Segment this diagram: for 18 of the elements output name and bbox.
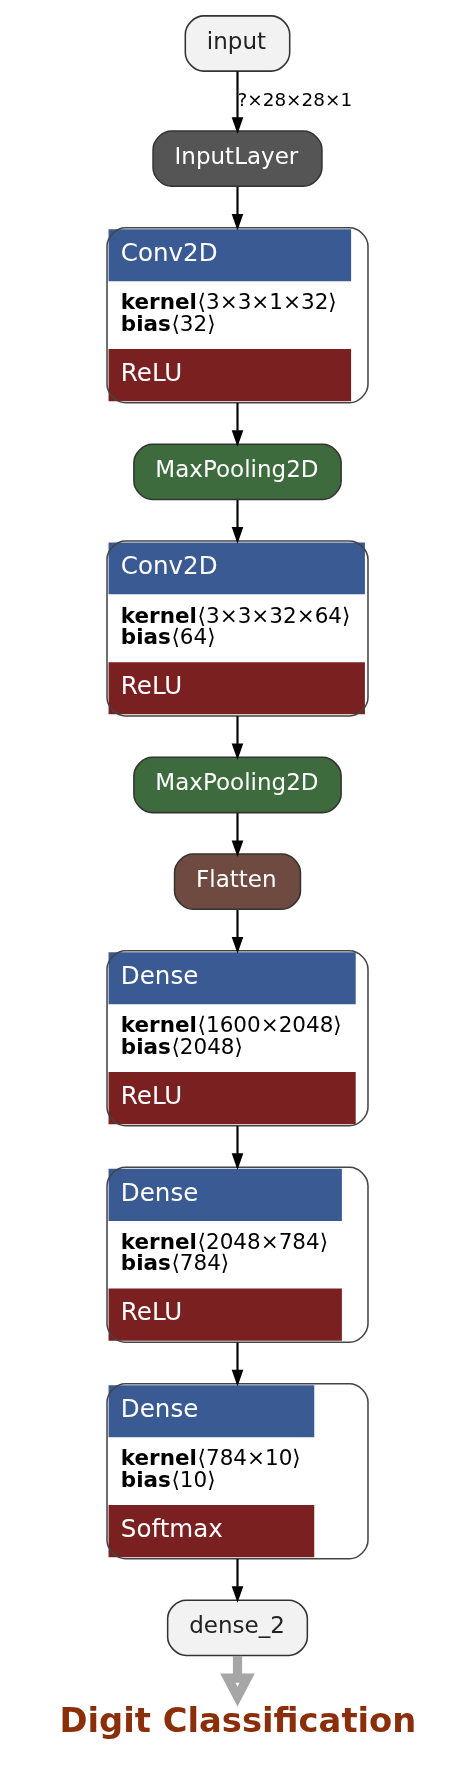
node-box: input [184,15,290,72]
arrow [231,186,243,231]
arrow [231,1558,243,1603]
node-box: MaxPooling2D [132,756,342,814]
node-box: MaxPooling2D [132,443,342,501]
arrow [231,909,243,954]
arrow [231,813,243,858]
arrow [231,500,243,544]
node-box: Flatten [173,853,301,911]
node-box: InputLayer [151,130,323,188]
arrow [231,402,243,447]
arrow [231,71,243,134]
arrow [231,1126,243,1170]
node-box: dense_2 [166,1599,308,1657]
node-text: Digit Classification [58,1700,416,1740]
arrow [219,1655,255,1707]
arrow [231,1342,243,1387]
arrow [231,716,243,760]
